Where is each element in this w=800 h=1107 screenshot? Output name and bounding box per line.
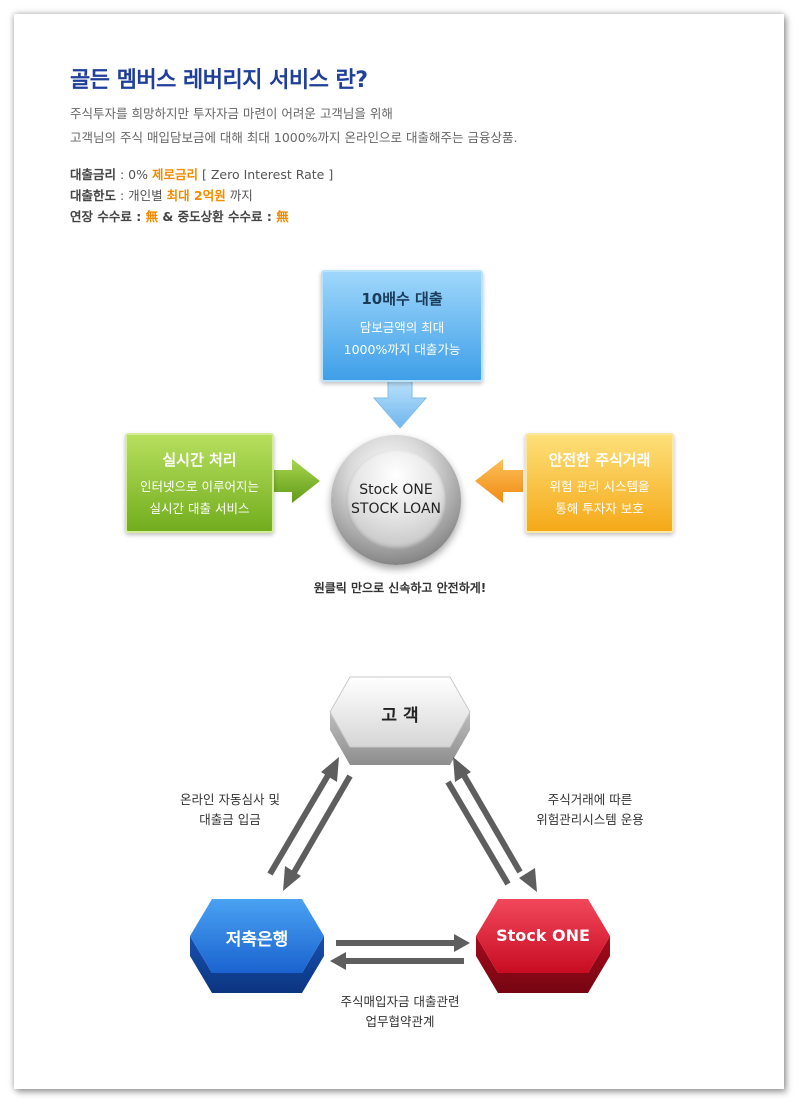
feature-desc-line-2: 실시간 대출 서비스 (149, 501, 250, 516)
knob-line-2: STOCK LOAN (351, 501, 441, 517)
feature-desc-line-2: 통해 투자자 보호 (555, 501, 644, 516)
stock-loan-knob: Stock ONE STOCK LOAN (331, 435, 461, 565)
feature-desc-line-1: 담보금액의 최대 (359, 320, 445, 335)
stockone-hexagon (476, 899, 610, 993)
flow-label-bottom-line-1: 주식매입자금 대출관련 (340, 994, 460, 1009)
feature-heading: 10배수 대출 (361, 290, 443, 308)
right-double-arrow (445, 757, 537, 892)
fact-rate-value: : 0% (116, 167, 152, 182)
diagram1-caption: 원클릭 만으로 신속하고 안전하게! (313, 581, 487, 595)
fact-rate-highlight: 제로금리 (151, 167, 198, 182)
intro-line-2: 고객님의 주식 매입담보금에 대해 최대 1000%까지 온라인으로 대출해주는… (70, 130, 518, 145)
flow-label-right-line-2: 위험관리시스템 운용 (536, 812, 644, 827)
feature-box-safe-trading: 안전한 주식거래 위험 관리 시스템을 통해 투자자 보호 (525, 433, 674, 533)
feature-desc-line-2: 1000%까지 대출가능 (343, 342, 461, 357)
flow-label-bottom-line-2: 업무협약관계 (365, 1014, 435, 1029)
feature-heading: 실시간 처리 (162, 451, 237, 469)
arrow-left-icon (475, 459, 523, 503)
stockone-label: Stock ONE (496, 926, 590, 945)
stock-loan-knob-face: Stock ONE STOCK LOAN (346, 450, 446, 550)
fact-limit-suffix: 까지 (225, 188, 253, 203)
fact-fee: 연장 수수료 : 無 & 중도상환 수수료 : 無 (70, 206, 333, 227)
feature-desc-line-1: 인터넷으로 이루어지는 (140, 479, 259, 494)
customer-hexagon (329, 676, 471, 765)
stockone-node: Stock ONE (476, 899, 610, 973)
left-double-arrow (267, 757, 353, 891)
fact-limit: 대출한도 : 개인별 최대 2억원 까지 (70, 185, 333, 206)
knob-line-1: Stock ONE (359, 482, 433, 498)
feature-box-10x-loan: 10배수 대출 담보금액의 최대 1000%까지 대출가능 (321, 270, 483, 382)
page-title: 골든 멤버스 레버리지 서비스 란? (70, 68, 368, 93)
fact-limit-prefix: : 개인별 (116, 188, 167, 203)
fact-fee-mid: & 중도상환 수수료 : (158, 209, 277, 224)
fact-limit-highlight: 최대 2억원 (166, 188, 226, 203)
arrow-right-icon (454, 934, 470, 952)
feature-desc-line-1: 위험 관리 시스템을 (549, 479, 650, 494)
flow-label-right: 주식거래에 따른 위험관리시스템 운용 (515, 790, 665, 830)
fact-rate-label: 대출금리 (70, 167, 117, 182)
arrow-right-icon (272, 459, 320, 503)
feature-heading: 안전한 주식거래 (548, 451, 651, 469)
flow-label-bottom: 주식매입자금 대출관련 업무협약관계 (320, 992, 480, 1032)
intro-text: 주식투자를 희망하지만 투자자금 마련이 어려운 고객님을 위해 고객님의 주식… (70, 102, 517, 150)
bank-node: 저축은행 (190, 899, 324, 973)
fact-limit-label: 대출한도 (70, 188, 117, 203)
flow-label-left-line-2: 대출금 입금 (199, 812, 261, 827)
flow-label-left: 온라인 자동심사 및 대출금 입금 (160, 790, 300, 830)
fact-rate: 대출금리 : 0% 제로금리 [ Zero Interest Rate ] (70, 164, 333, 185)
fact-fee-value-2: 無 (276, 209, 289, 224)
arrow-left-icon (330, 952, 346, 970)
fact-rate-suffix: [ Zero Interest Rate ] (198, 167, 334, 182)
arrow-up-left-icon (453, 757, 471, 782)
flow-label-left-line-1: 온라인 자동심사 및 (180, 792, 280, 807)
fact-fee-label: 연장 수수료 : (70, 209, 146, 224)
bottom-double-arrow (330, 934, 470, 970)
arrow-down-right-icon (519, 868, 537, 892)
fact-fee-value: 無 (145, 209, 159, 224)
customer-node: 고 객 (330, 677, 470, 747)
arrow-down-left-icon (283, 866, 301, 891)
feature-box-realtime: 실시간 처리 인터넷으로 이루어지는 실시간 대출 서비스 (125, 433, 274, 533)
bank-hexagon (190, 899, 324, 993)
loan-facts: 대출금리 : 0% 제로금리 [ Zero Interest Rate ] 대출… (70, 164, 333, 227)
intro-line-1: 주식투자를 희망하지만 투자자금 마련이 어려운 고객님을 위해 (70, 106, 393, 121)
flow-label-right-line-1: 주식거래에 따른 (547, 792, 633, 807)
arrow-up-right-icon (321, 757, 339, 782)
bank-label: 저축은행 (225, 930, 289, 950)
customer-label: 고 객 (381, 706, 419, 726)
